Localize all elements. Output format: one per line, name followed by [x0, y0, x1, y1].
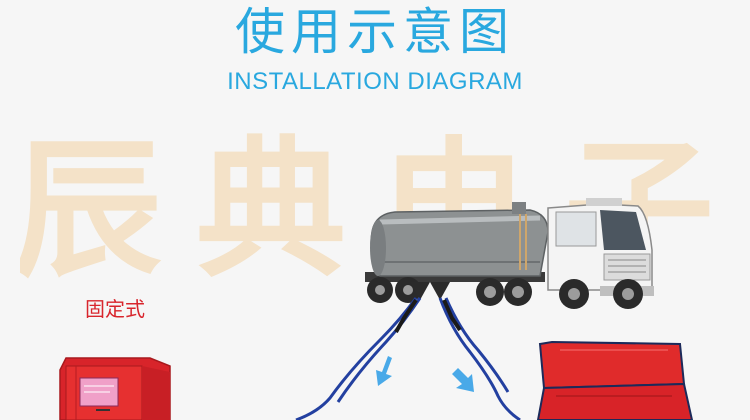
page-title: 使用示意图 — [235, 3, 515, 61]
arrow-down-icon — [376, 356, 392, 386]
page-subtitle: INSTALLATION DIAGRAM — [227, 68, 523, 95]
red-box-icon — [536, 340, 694, 420]
fixed-type-label: 固定式 — [85, 297, 145, 321]
arrow-down-icon — [452, 368, 474, 392]
fuel-tanker-truck-icon — [365, 198, 654, 309]
hose-lines — [295, 297, 521, 420]
fixed-cabinet-icon — [59, 357, 171, 420]
